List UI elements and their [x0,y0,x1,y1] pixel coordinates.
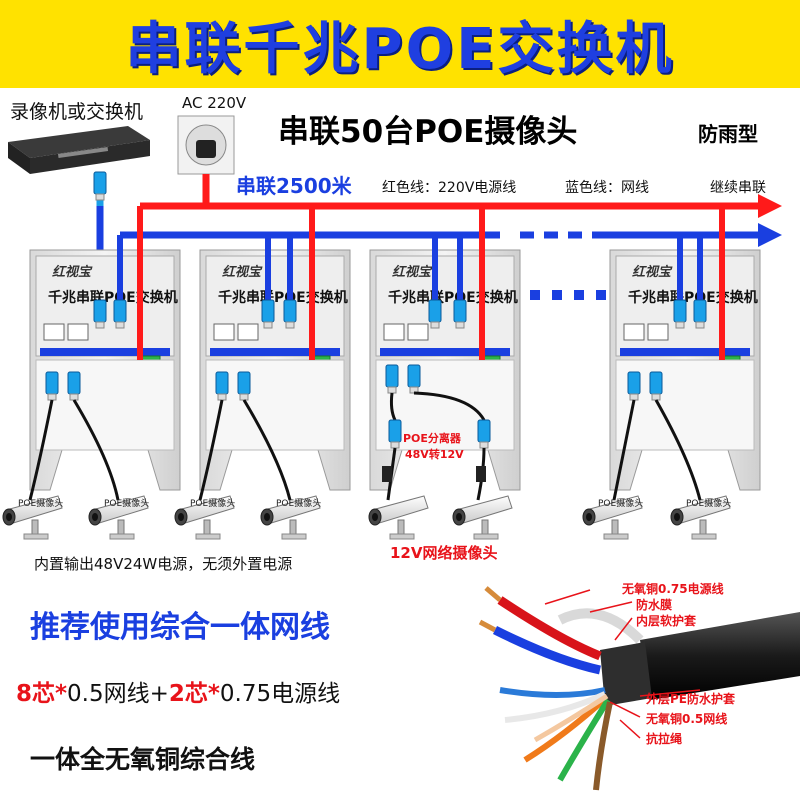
switch-box-2 [199,249,351,491]
camera-tag-1b: POE摄像头 [104,497,149,509]
builtin-power-note: 内置输出48V24W电源，无须外置电源 [34,555,293,573]
camera-2b [260,495,321,540]
camera-tag-2b: POE摄像头 [276,497,321,509]
splitter-voltage-label: 48V转12V [405,447,464,461]
box-brand-1: 红视宝 [52,264,93,280]
ac-voltage-label: AC 220V [182,94,247,112]
cable-spec-line: 8芯*0.5网线+2芯*0.75电源线 [16,674,340,708]
switch-box-1 [29,249,181,491]
box-brand-2: 红视宝 [222,264,263,280]
callout-power-conductor: 无氧铜0.75电源线 [622,582,724,596]
box-brand-3: 红视宝 [392,264,433,280]
callout-network-conductor: 无氧铜0.5网线 [646,712,728,726]
camera-12v-label: 12V网络摄像头 [390,544,498,562]
camera-4a [582,495,643,540]
nvr-device [8,126,150,174]
cable-spec-8core: 8芯* [16,681,68,707]
oxygen-free-cable-label: 一体全无氧铜综合线 [30,745,256,774]
cable-spec-2core: 2芯* [168,681,220,707]
camera-2a [174,495,235,540]
title-banner: 串联千兆POE交换机 [0,0,800,88]
camera-tag-4b: POE摄像头 [686,497,731,509]
camera-3b [452,495,513,540]
nvr-label: 录像机或交换机 [10,101,144,123]
callout-pull-rope: 抗拉绳 [646,732,683,746]
callout-outer-jacket: 外层PE防水护套 [646,692,735,706]
composite-cable-photo [462,570,800,800]
callout-waterproof-film: 防水膜 [636,598,673,612]
box-title-1: 千兆串联POE交换机 [48,289,178,306]
red-line-legend: 红色线：220V电源线 [382,180,517,196]
camera-1a [2,495,63,540]
switch-box-3 [369,249,521,491]
blue-line-legend: 蓝色线：网线 [565,180,649,196]
box-title-4: 千兆串联POE交换机 [628,289,758,306]
cable-spec-power: 0.75电源线 [219,681,341,707]
cable-spec-network: 0.5网线+ [67,681,169,707]
camera-tag-1a: POE摄像头 [18,497,63,509]
camera-1b [88,495,149,540]
camera-tag-2a: POE摄像头 [190,497,235,509]
wall-socket [177,115,235,175]
switch-box-4 [609,249,761,491]
box-title-3: 千兆串联POE交换机 [388,289,518,306]
recommend-cable-heading: 推荐使用综合一体网线 [30,610,330,645]
callout-inner-sheath: 内层软护套 [636,614,697,628]
page-title: 串联千兆POE交换机 [125,16,675,82]
series-distance-label: 串联2500米 [236,174,352,198]
rainproof-label: 防雨型 [698,122,758,146]
camera-3a [368,495,429,540]
box-title-2: 千兆串联POE交换机 [218,289,348,306]
series-cameras-heading: 串联50台POE摄像头 [278,114,578,150]
splitter-label: POE分离器 [403,431,462,445]
camera-tag-4a: POE摄像头 [598,497,643,509]
camera-4b [670,495,731,540]
box-brand-4: 红视宝 [632,264,673,280]
continue-series-label: 继续串联 [710,180,766,196]
